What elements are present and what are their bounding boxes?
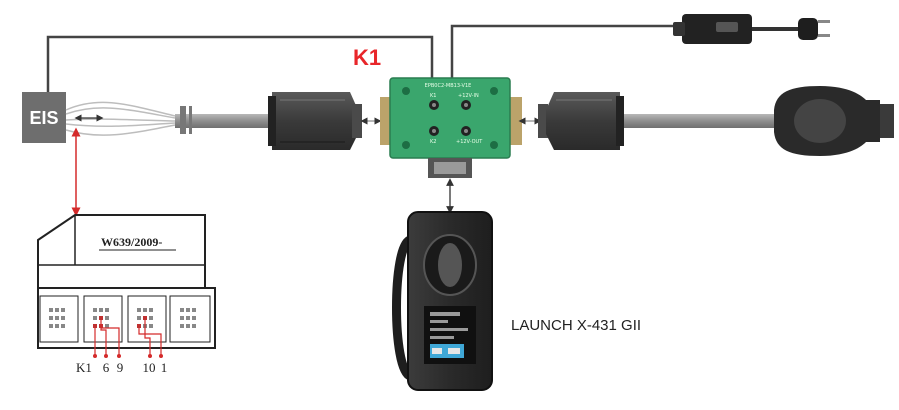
right-cable [624, 114, 774, 128]
db15-connector-icon [538, 92, 624, 150]
board-12v-out-label: +12V-OUT [456, 139, 483, 145]
board-k1-label: K1 [430, 93, 436, 99]
cable-tie [180, 106, 192, 134]
left-cable [175, 114, 272, 128]
pin-label-10: 10 [143, 360, 156, 375]
pin-label-k1: K1 [76, 360, 92, 375]
eis-module: EIS [22, 92, 66, 143]
obd-plug-icon [774, 86, 894, 156]
connector-pinout-diagram [37, 214, 216, 349]
board-k2-label: K2 [430, 139, 436, 145]
board-top-label: EPB0C2-MB13-V1E [425, 83, 472, 89]
power-adapter-icon [673, 14, 800, 44]
power-wire [450, 24, 703, 78]
launch-device [392, 211, 493, 391]
pin-grid-1 [49, 308, 65, 328]
adapter-board: EPB0C2-MB13-V1E K1 +12V-IN K2 +12V-OUT [380, 77, 522, 178]
k1-label: K1 [353, 45, 381, 70]
pin-leads [94, 320, 162, 356]
loose-wires [65, 101, 176, 136]
device-label: LAUNCH X-431 GII [511, 317, 641, 334]
eis-label: EIS [29, 108, 58, 128]
board-12v-in-label: +12V-IN [458, 93, 479, 99]
model-label: W639/2009- [101, 235, 162, 249]
pin-label-6: 6 [103, 360, 110, 375]
pin-label-9: 9 [117, 360, 124, 375]
pin-label-1: 1 [161, 360, 168, 375]
pin-grid-4 [180, 308, 196, 328]
eis-to-board-wire [46, 35, 434, 95]
power-plug-icon [798, 18, 830, 40]
db15-connector-icon [268, 92, 362, 150]
pin-lead-dots [93, 354, 163, 358]
